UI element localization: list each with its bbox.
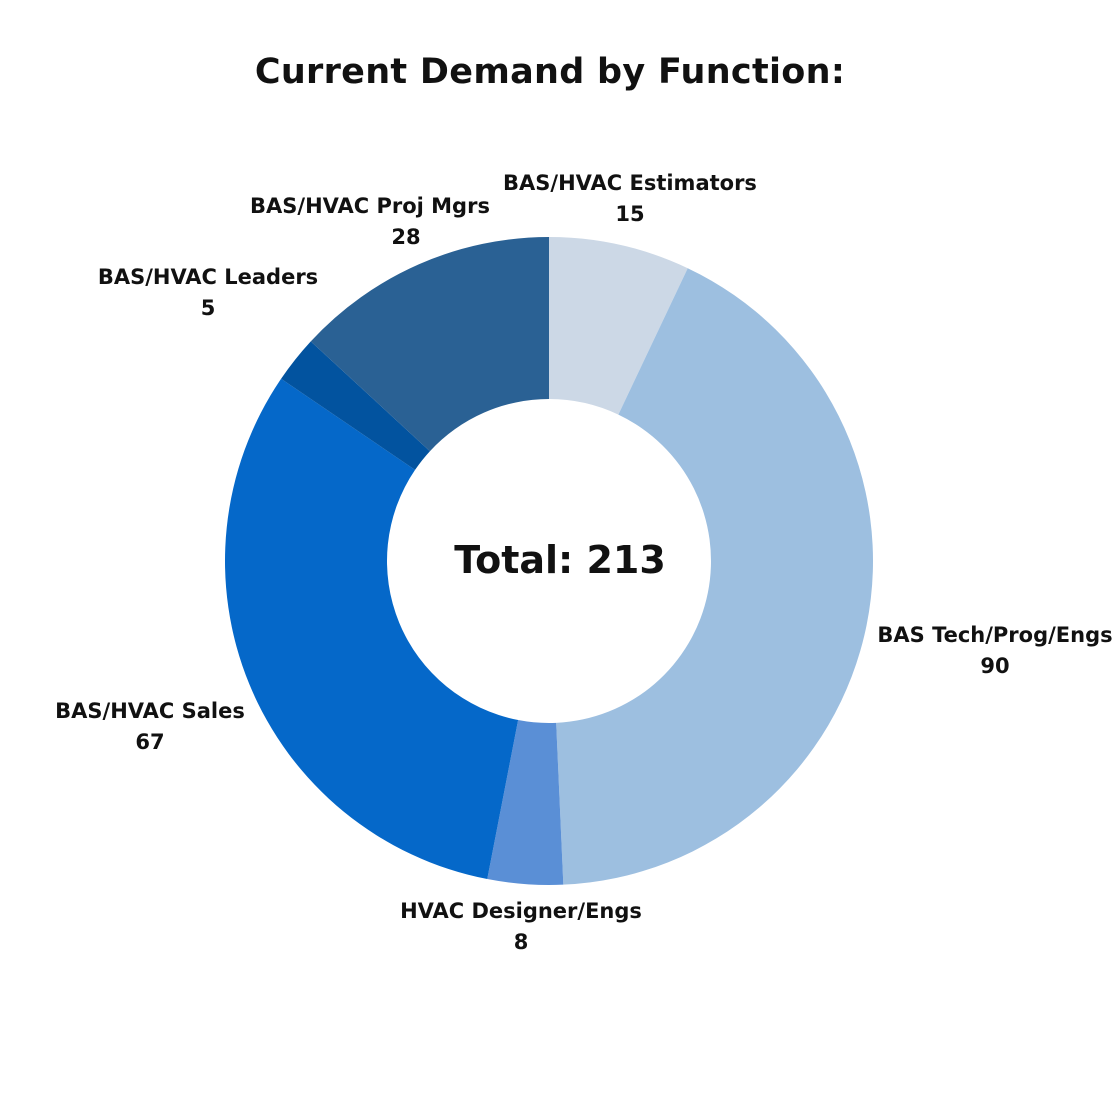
slice-value-label: 8 [514, 930, 529, 954]
slice-value-label: 5 [201, 296, 216, 320]
slice-category-label: BAS/HVAC Proj Mgrs [250, 194, 490, 218]
slice-value-label: 15 [615, 202, 644, 226]
slice-category-label: HVAC Designer/Engs [400, 899, 642, 923]
slice-value-label: 28 [391, 225, 420, 249]
slice-value-label: 90 [980, 654, 1009, 678]
slice-category-label: BAS/HVAC Sales [55, 699, 245, 723]
donut-slice [556, 268, 873, 885]
donut-slice [549, 237, 688, 415]
chart-title: Current Demand by Function: [254, 52, 846, 92]
donut-slices [225, 236, 873, 885]
donut-slice [487, 720, 564, 885]
donut-slice [310, 236, 549, 452]
donut-slice [225, 378, 519, 880]
center-total-label: Total: 213 [454, 538, 666, 582]
donut-slice [281, 341, 430, 470]
slice-category-label: BAS/HVAC Estimators [503, 171, 757, 195]
slice-category-label: BAS/HVAC Leaders [98, 265, 318, 289]
slice-category-label: BAS Tech/Prog/Engs [877, 623, 1112, 647]
slice-value-label: 67 [135, 730, 164, 754]
